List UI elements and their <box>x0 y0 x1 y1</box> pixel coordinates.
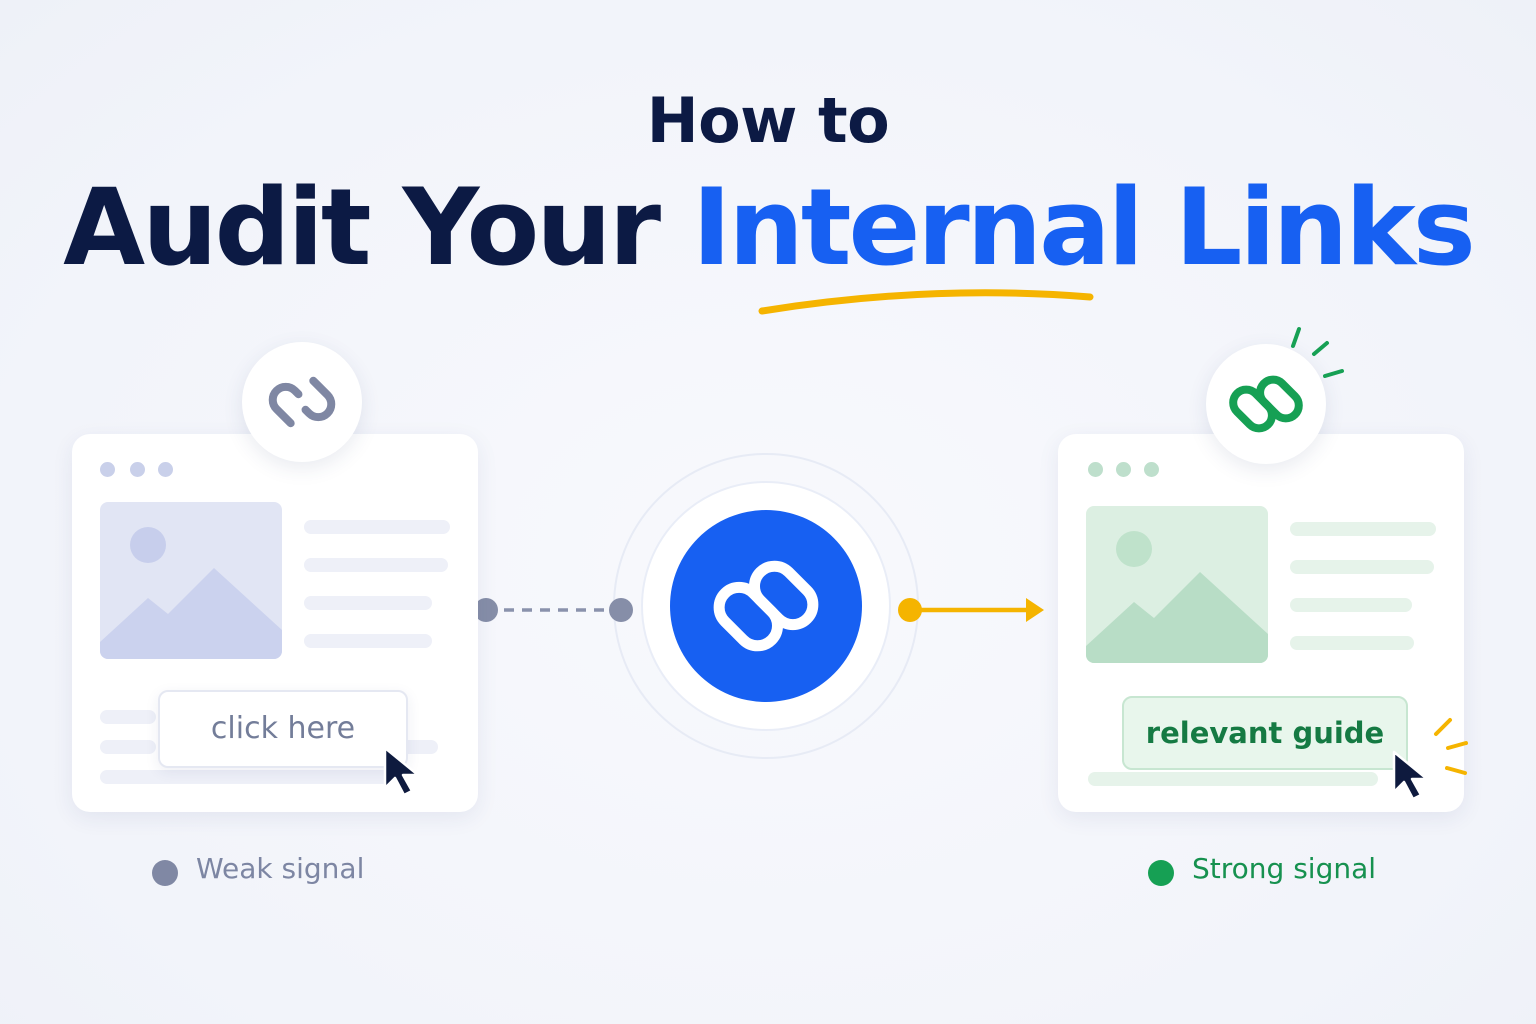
strong-connector-start <box>898 598 922 622</box>
title-dark-part: Audit Your <box>63 166 661 289</box>
weak-connector-end <box>609 598 633 622</box>
text-line <box>1088 772 1378 786</box>
text-line <box>304 520 450 534</box>
text-line <box>100 770 390 784</box>
weak-anchor-button[interactable]: click here <box>158 690 408 768</box>
window-dot <box>1088 462 1103 477</box>
window-dot <box>130 462 145 477</box>
image-placeholder <box>100 502 282 659</box>
weak-connector-start <box>474 598 498 622</box>
title-blue-part: Internal Links <box>691 166 1476 289</box>
text-line <box>304 558 448 572</box>
strong-anchor-button[interactable]: relevant guide <box>1122 696 1408 770</box>
title-main: Audit Your Internal Links <box>0 166 1536 289</box>
legend-label: Weak signal <box>196 852 365 885</box>
text-line <box>1290 560 1434 574</box>
window-dot <box>158 462 173 477</box>
text-line <box>304 634 432 648</box>
legend-dot-green <box>1148 860 1174 886</box>
title-underline <box>758 289 1094 315</box>
cursor-icon <box>383 746 420 797</box>
legend-label: Strong signal <box>1192 852 1377 885</box>
text-line <box>402 740 438 754</box>
legend-dot-gray <box>152 860 178 886</box>
link-icon <box>713 560 819 652</box>
title-line-1: How to <box>646 84 890 157</box>
image-placeholder-icon <box>1086 506 1268 663</box>
spark-green <box>1291 327 1344 378</box>
text-line <box>100 740 156 754</box>
text-line <box>1290 522 1436 536</box>
window-dot <box>1116 462 1131 477</box>
image-placeholder <box>1086 506 1268 663</box>
link-icon <box>1229 375 1303 433</box>
strong-link-badge <box>1206 344 1326 464</box>
spark-yellow <box>1434 718 1468 775</box>
text-line <box>304 596 432 610</box>
text-line <box>1290 598 1412 612</box>
text-line <box>1290 636 1414 650</box>
strong-connector-arrowhead <box>1026 598 1044 622</box>
text-line <box>100 710 156 724</box>
page-card-weak <box>72 434 478 812</box>
strong-signal-legend: Strong signal <box>1148 852 1408 892</box>
window-dot <box>100 462 115 477</box>
weak-link-badge <box>242 342 362 462</box>
image-placeholder-icon <box>100 502 282 659</box>
window-dot <box>1144 462 1159 477</box>
cursor-icon <box>1392 750 1429 801</box>
weak-signal-legend: Weak signal <box>152 852 412 892</box>
link-icon <box>268 376 336 428</box>
